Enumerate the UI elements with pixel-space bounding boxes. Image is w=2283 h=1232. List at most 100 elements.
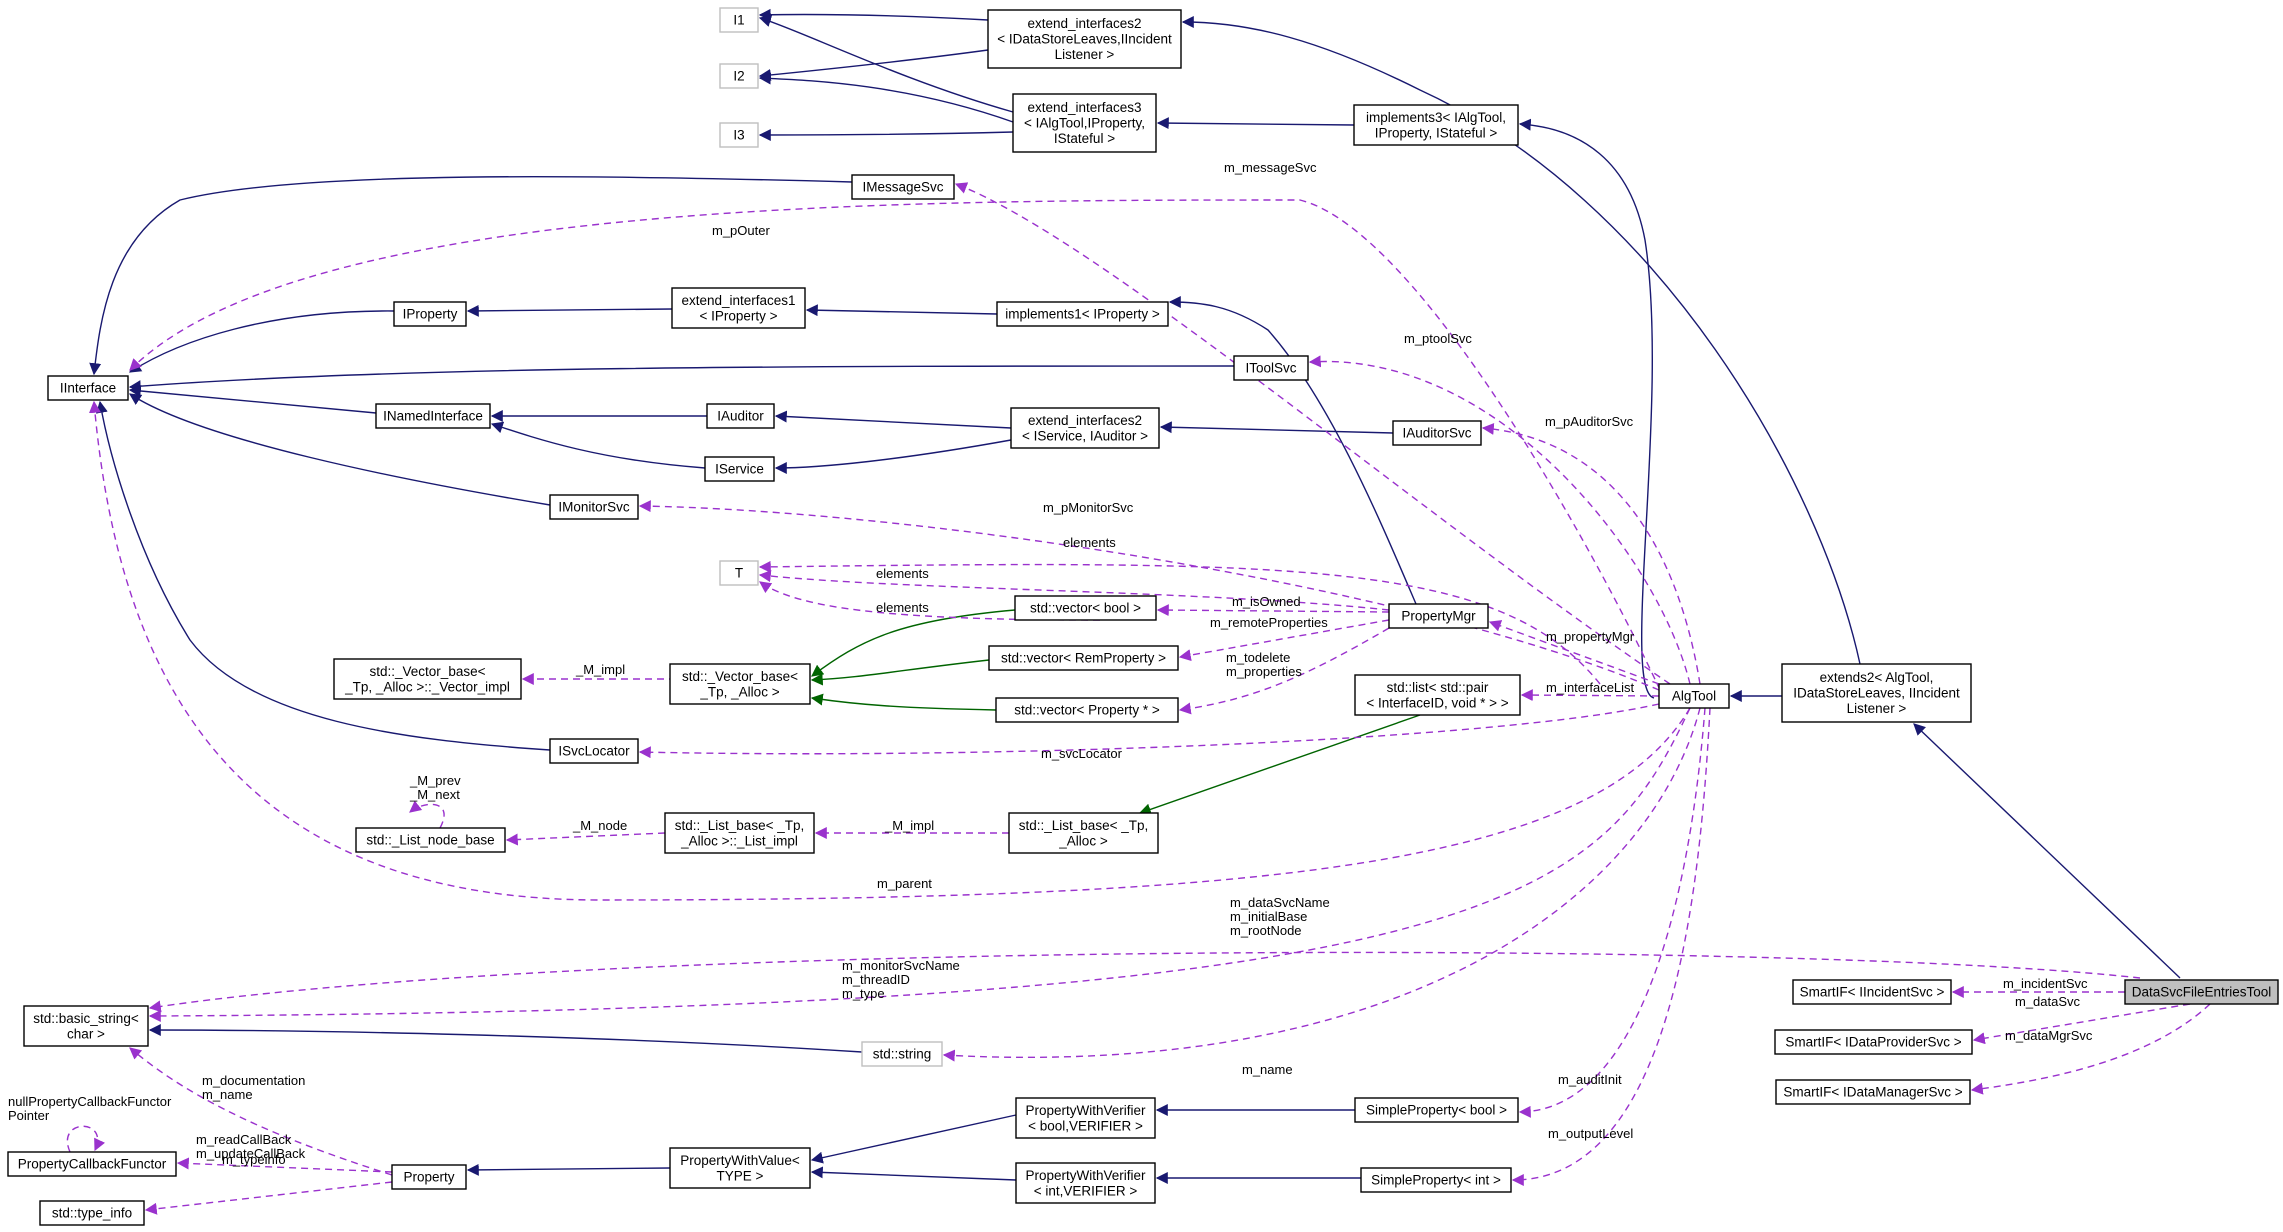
node-list-impl[interactable]: std::_List_base< _Tp,_Alloc >::_List_imp…	[664, 812, 815, 854]
node-imessagesvc[interactable]: IMessageSvc	[851, 174, 955, 200]
node-box	[2124, 979, 2279, 1005]
node-ext-if2-ds[interactable]: extend_interfaces2< IDataStoreLeaves,IIn…	[987, 9, 1182, 69]
node-simpleprop-bool[interactable]: SimpleProperty< bool >	[1354, 1097, 1519, 1123]
node-label-line: INamedInterface	[383, 409, 483, 424]
node-imonitorsvc[interactable]: IMonitorSvc	[549, 494, 639, 520]
node-label-line: extends2< AlgTool,	[1820, 670, 1934, 685]
node-list-node-base[interactable]: std::_List_node_base	[355, 827, 506, 853]
edge-path	[66, 1125, 106, 1153]
node-propertywithvalue[interactable]: PropertyWithValue<TYPE >	[669, 1147, 811, 1189]
node-label-line: < InterfaceID, void * > >	[1366, 695, 1508, 710]
node-vec-remprop[interactable]: std::vector< RemProperty >	[988, 645, 1179, 671]
node-propcallbackfunctor[interactable]: PropertyCallbackFunctor	[7, 1151, 177, 1177]
usage-edge-47	[1520, 689, 1660, 702]
node-isvclocator[interactable]: ISvcLocator	[549, 738, 639, 764]
usage-edge-53	[148, 951, 2141, 1013]
edge-path	[466, 304, 673, 317]
node-impl3[interactable]: implements3< IAlgTool,IProperty, IStatef…	[1353, 104, 1519, 146]
node-i2[interactable]: I2	[719, 63, 759, 89]
node-iproperty[interactable]: IProperty	[393, 301, 467, 327]
node-t[interactable]: T	[719, 560, 759, 586]
node-label-line: < IAlgTool,IProperty,	[1024, 116, 1145, 131]
edge-label-m-auditinit: m_auditInit	[1558, 1072, 1622, 1087]
edge-label-m-remoteproperties: m_remoteProperties	[1210, 615, 1328, 630]
node-i1[interactable]: I1	[719, 7, 759, 33]
node-extends2[interactable]: extends2< AlgTool,IDataStoreLeaves, IInc…	[1781, 663, 1972, 723]
node-iservice[interactable]: IService	[704, 456, 775, 482]
edge-label-m-readcallback: m_readCallBack	[196, 1132, 292, 1147]
node-basic-string[interactable]: std::basic_string<char >	[23, 1005, 149, 1047]
edge-path	[638, 500, 1660, 691]
node-inamedinterface[interactable]: INamedInterface	[375, 403, 491, 429]
node-box	[706, 403, 775, 429]
node-vector-base[interactable]: std::_Vector_base<_Tp, _Alloc >	[669, 663, 811, 705]
node-box	[47, 375, 129, 401]
node-box	[355, 827, 506, 853]
edge-label-elements-a: elements	[876, 566, 929, 581]
edge-path	[89, 175, 853, 376]
edge-path	[1156, 604, 1390, 617]
edge-path	[1156, 117, 1355, 130]
node-property[interactable]: Property	[391, 1164, 467, 1190]
edge-path	[810, 659, 990, 686]
node-vec-prop[interactable]: std::vector< Property * >	[995, 697, 1179, 723]
edge-label-nullpropertycallback: Pointer	[8, 1108, 50, 1123]
node-label-line: IToolSvc	[1245, 361, 1296, 376]
node-label-line: < int,VERIFIER >	[1034, 1183, 1138, 1198]
node-box	[549, 494, 639, 520]
node-smartif-manager[interactable]: SmartIF< IDataManagerSvc >	[1775, 1079, 1971, 1105]
inheritance-edge-30	[466, 1163, 671, 1176]
node-iauditorsvc[interactable]: IAuditorSvc	[1392, 420, 1482, 446]
node-vector-impl[interactable]: std::_Vector_base<_Tp, _Alloc >::_Vector…	[333, 658, 522, 700]
node-list-base[interactable]: std::_List_base< _Tp,_Alloc >	[1008, 812, 1159, 854]
edge-label-m-documentation: m_name	[202, 1087, 253, 1102]
node-iauditor[interactable]: IAuditor	[706, 403, 775, 429]
node-iinterface[interactable]: IInterface	[47, 375, 129, 401]
node-pwv-bool[interactable]: PropertyWithVerifier< bool,VERIFIER >	[1015, 1097, 1156, 1139]
usage-edge-46	[1178, 627, 1390, 715]
node-label-line: IProperty, IStateful >	[1375, 125, 1498, 140]
edge-label-m-svclocator: m_svcLocator	[1041, 746, 1123, 761]
node-ext-if3[interactable]: extend_interfaces3< IAlgTool,IProperty,I…	[1012, 93, 1157, 153]
node-itoolsvc[interactable]: IToolSvc	[1233, 355, 1309, 381]
node-type-info[interactable]: std::type_info	[39, 1200, 145, 1226]
node-impl1[interactable]: implements1< IProperty >	[996, 301, 1169, 327]
node-label-line: extend_interfaces1	[681, 293, 795, 308]
node-pwv-int[interactable]: PropertyWithVerifier< int,VERIFIER >	[1015, 1162, 1156, 1204]
node-vec-bool[interactable]: std::vector< bool >	[1014, 595, 1157, 621]
node-algtool[interactable]: AlgTool	[1658, 683, 1730, 709]
edge-label-m-todelete: m_todelete	[1226, 650, 1290, 665]
inheritance-edge-26	[810, 693, 997, 711]
edge-label-m-incidentsvc: m_incidentSvc	[2003, 976, 2088, 991]
edge-path	[1168, 296, 1417, 605]
node-box	[7, 1151, 177, 1177]
node-smartif-provider[interactable]: SmartIF< IDataProviderSvc >	[1774, 1029, 1973, 1055]
node-i3[interactable]: I3	[719, 122, 759, 148]
inheritance-edge-11	[128, 310, 395, 373]
edge-label-m-todelete: m_properties	[1226, 664, 1302, 679]
node-box	[393, 301, 467, 327]
node-ext-if1[interactable]: extend_interfaces1< IProperty >	[671, 287, 806, 329]
node-label-line: _Alloc >	[1058, 833, 1108, 848]
inheritance-edge-0	[758, 8, 989, 21]
node-simpleprop-int[interactable]: SimpleProperty< int >	[1360, 1167, 1512, 1193]
edge-path	[1972, 1003, 2191, 1045]
node-datasvcfileentriestool[interactable]: DataSvcFileEntriesTool	[2124, 979, 2279, 1005]
edge-label-m-pauditorsvc: m_pAuditorSvc	[1545, 414, 1634, 429]
node-box	[1008, 812, 1159, 854]
node-box	[1658, 683, 1730, 709]
node-label-line: IDataStoreLeaves, IIncident	[1793, 686, 1960, 701]
node-propertymgr[interactable]: PropertyMgr	[1388, 603, 1489, 629]
node-ext-if2-svc[interactable]: extend_interfaces2< IService, IAuditor >	[1010, 407, 1160, 449]
node-list-pair[interactable]: std::list< std::pair< InterfaceID, void …	[1354, 674, 1521, 716]
node-box	[1014, 595, 1157, 621]
node-box	[1774, 1029, 1973, 1055]
node-box	[391, 1164, 467, 1190]
node-label-line: I3	[733, 128, 744, 143]
node-smartif-incident[interactable]: SmartIF< IIncidentSvc >	[1792, 979, 1952, 1005]
usage-edge-51	[409, 800, 445, 829]
node-std-string[interactable]: std::string	[861, 1041, 943, 1067]
node-label-line: std::_List_base< _Tp,	[675, 818, 804, 833]
inheritance-edge-23	[1168, 296, 1417, 605]
